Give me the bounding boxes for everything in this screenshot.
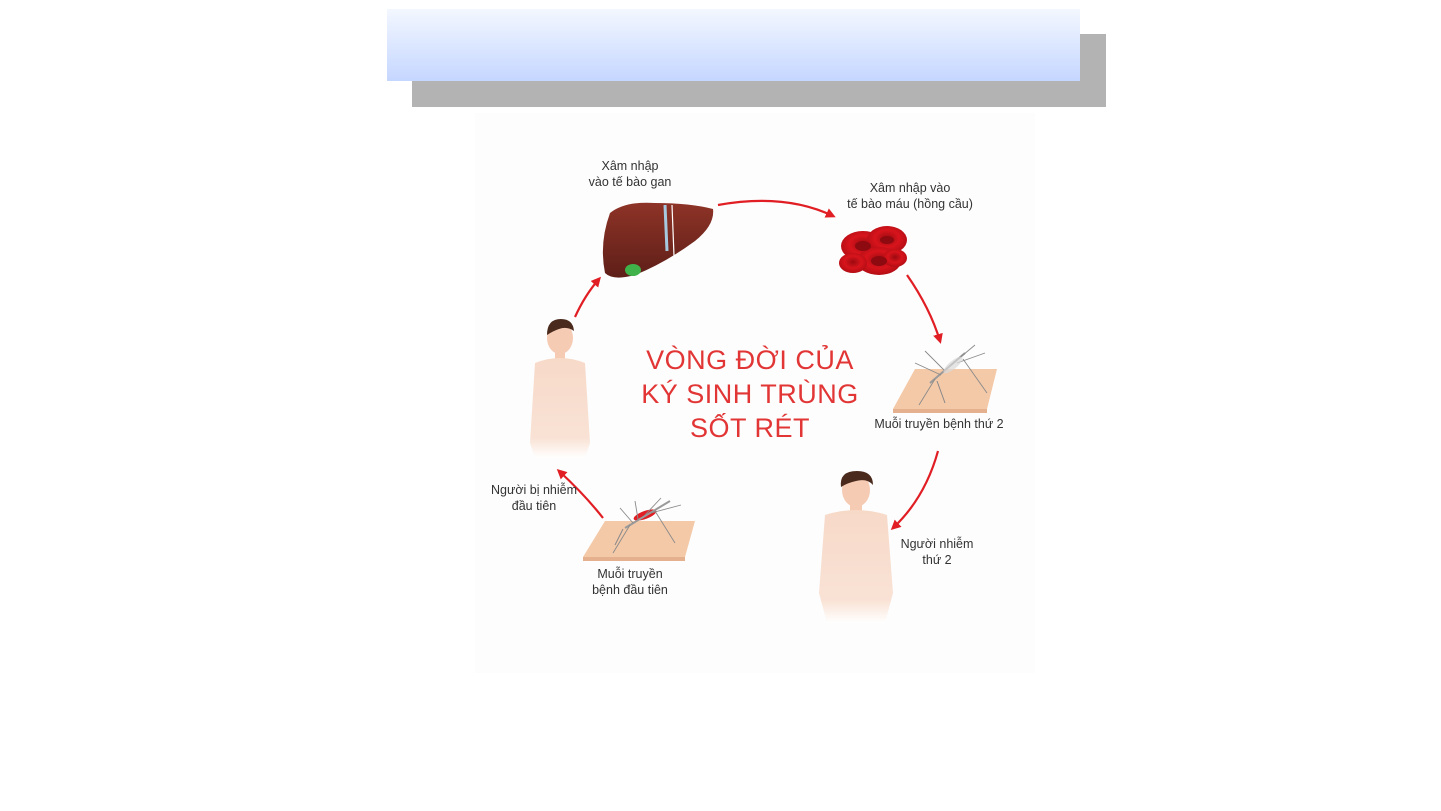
label-person-second: Người nhiễm thứ 2 — [887, 536, 987, 568]
center-title-line-1: VÒNG ĐỜI CỦA — [615, 343, 885, 377]
arrow-liver-to-blood — [718, 201, 833, 216]
label-blood-invasion: Xâm nhập vào tế bào máu (hồng cầu) — [835, 180, 985, 212]
center-title-line-3: SỐT RÉT — [615, 411, 885, 445]
red-blood-cells-icon — [839, 226, 907, 275]
second-infected-person-icon — [819, 471, 893, 623]
center-title-line-2: KÝ SINH TRÙNG — [615, 377, 885, 411]
first-infected-person-icon — [530, 319, 590, 458]
diagram-center-title: VÒNG ĐỜI CỦA KÝ SINH TRÙNG SỐT RÉT — [615, 343, 885, 445]
mosquito-first-icon — [583, 498, 695, 561]
liver-icon — [603, 203, 713, 278]
malaria-lifecycle-diagram: Xâm nhập vào tế bào gan Xâm nhập vào tế … — [475, 113, 1035, 673]
arrow-mosquito-to-person — [893, 451, 938, 528]
mosquito-second-icon — [893, 345, 997, 413]
label-mosquito-first: Muỗi truyền bệnh đầu tiên — [570, 566, 690, 598]
label-person-first: Người bị nhiễm đầu tiên — [478, 482, 590, 514]
label-liver-invasion: Xâm nhập vào tế bào gan — [570, 158, 690, 190]
arrow-person-to-liver — [575, 279, 599, 317]
slide-title-box — [387, 9, 1080, 81]
arrow-blood-to-mosquito — [907, 275, 940, 341]
